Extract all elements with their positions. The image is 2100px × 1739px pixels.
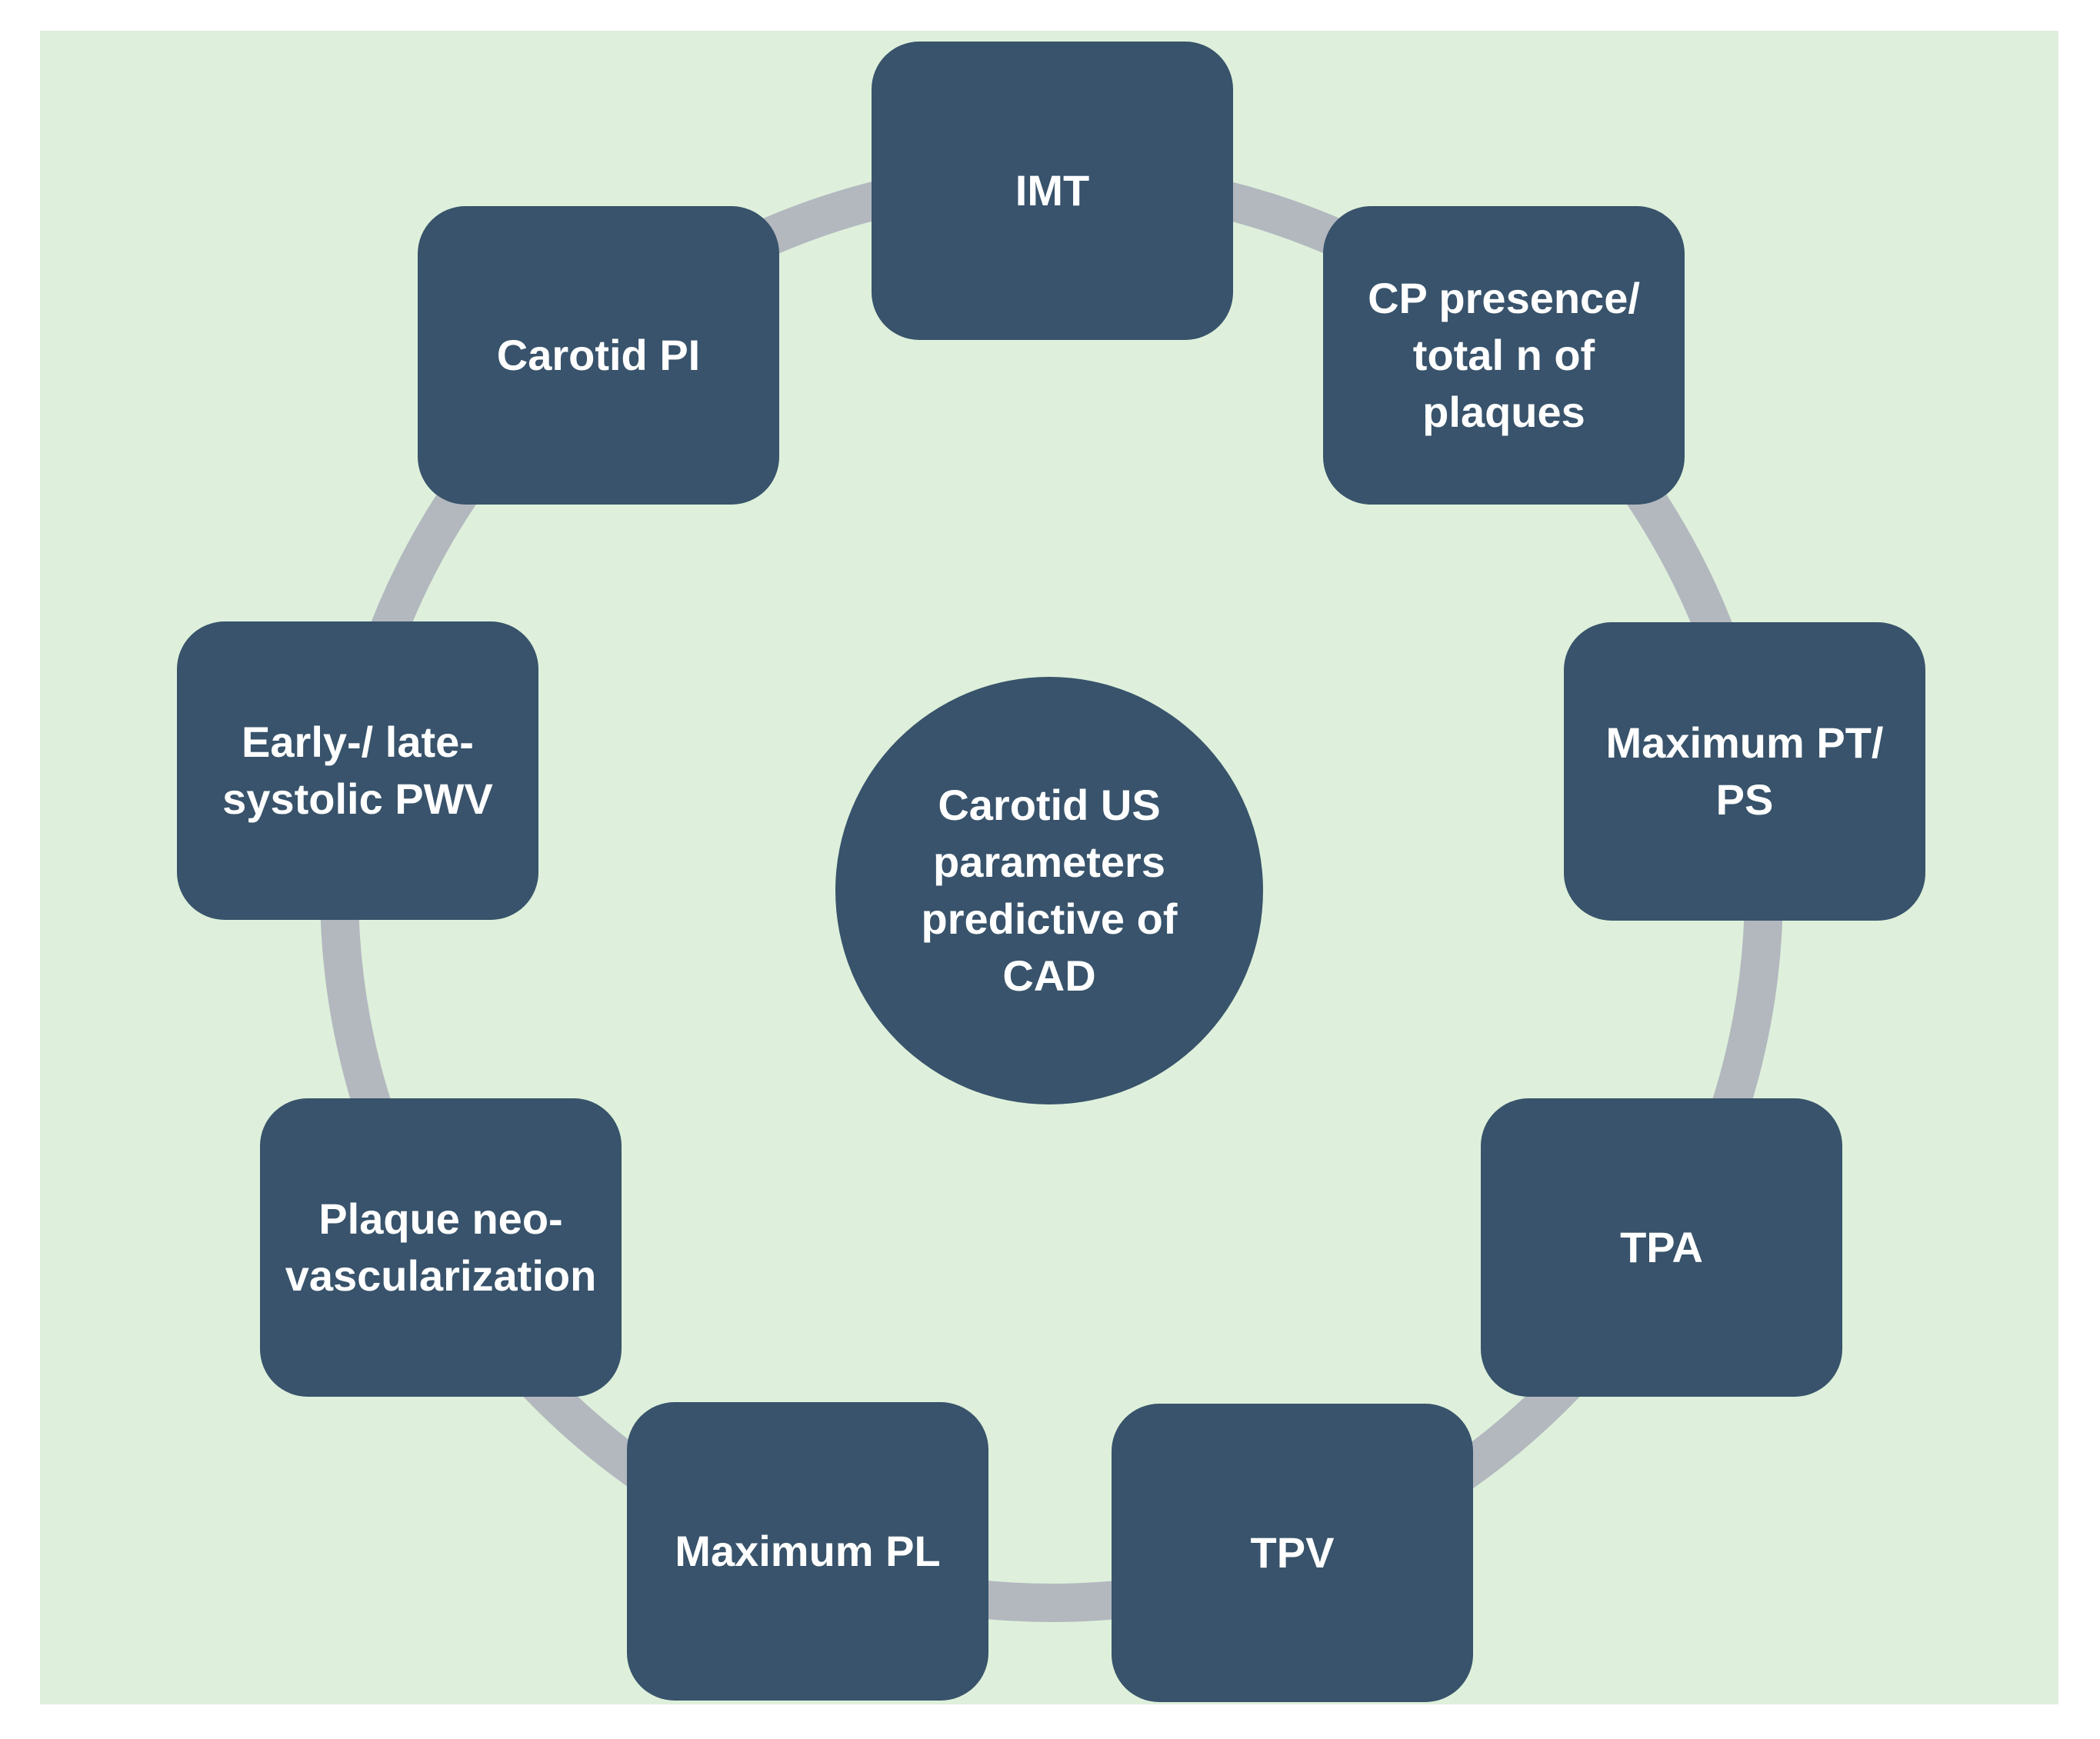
node-carotid-pi: Carotid PI [418,206,779,505]
node-maximum-pt-ps-label: Maximum PT/ PS [1605,718,1884,824]
node-imt: IMT [872,42,1233,340]
node-maximum-pl-label: Maximum PL [675,1527,941,1575]
node-systolic-pwv: Early-/ late- systolic PWV [177,621,538,920]
node-carotid-pi-label: Carotid PI [496,331,701,379]
node-maximum-pl: Maximum PL [627,1402,988,1701]
node-tpv-label: TPV [1250,1528,1335,1577]
node-tpv: TPV [1112,1404,1473,1702]
node-maximum-pt-ps: Maximum PT/ PS [1564,622,1925,921]
central-hub-label: Carotid US parameters predictive of CAD [921,781,1178,1000]
node-cp-presence: CP presence/ total n of plaques [1323,206,1685,505]
node-cp-presence-label: CP presence/ total n of plaques [1368,274,1640,436]
node-systolic-pwv-label: Early-/ late- systolic PWV [222,718,493,823]
node-tpa: TPA [1481,1098,1842,1397]
node-plaque-neovascularization-label: Plaque neo- vascularization [285,1194,597,1300]
node-plaque-neovascularization: Plaque neo- vascularization [260,1098,622,1397]
central-hub-circle: Carotid US parameters predictive of CAD [835,677,1263,1104]
node-imt-label: IMT [1015,166,1090,215]
node-tpa-label: TPA [1620,1223,1703,1271]
